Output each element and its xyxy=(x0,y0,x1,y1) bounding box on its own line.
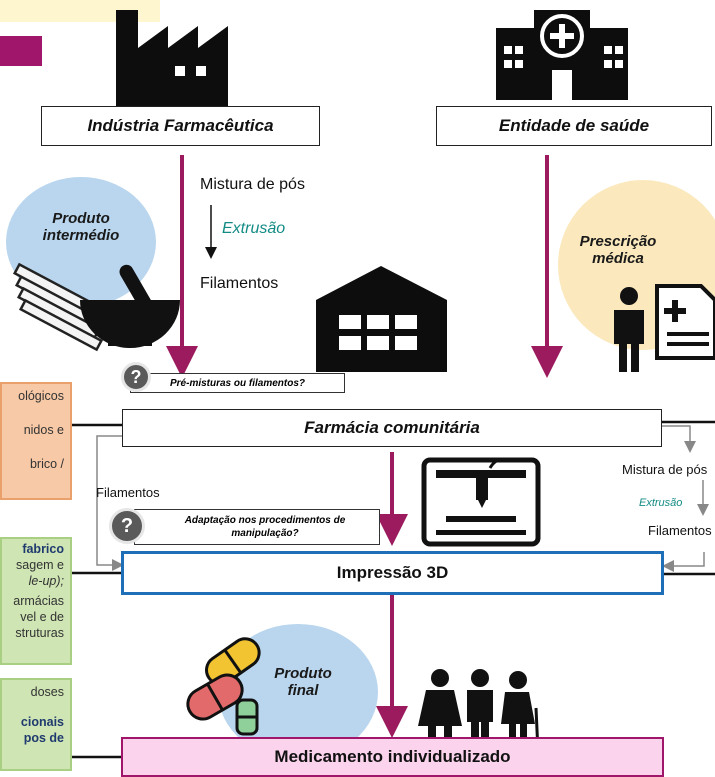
adaptation-question-box: Adaptação nos procedimentos de manipulaç… xyxy=(134,509,380,545)
health-entity-box: Entidade de saúde xyxy=(436,106,712,146)
green-note-line: vel e de xyxy=(20,610,64,624)
premix-question-text: Pré-misturas ou filamentos? xyxy=(169,377,306,389)
orange-note-line: ológicos xyxy=(18,389,64,403)
prescription-bubble: Prescrição médica xyxy=(558,180,715,350)
intermediate-product-label: Produto intermédio xyxy=(42,210,120,244)
pharmacy-extrusion-label: Extrusão xyxy=(639,497,683,509)
3d-printing-label: Impressão 3D xyxy=(336,563,449,582)
health-entity-label: Entidade de saúde xyxy=(498,116,650,135)
pharmacy-filaments-label: Filamentos xyxy=(96,485,160,500)
question-icon: ? xyxy=(121,362,151,392)
bottom-side-note: doses cionais pos de xyxy=(0,678,72,771)
green-note-line: armácias xyxy=(13,594,64,608)
green-note-line: sagem e xyxy=(16,558,64,572)
individualized-medicine-label: Medicamento individualizado xyxy=(274,747,511,766)
3d-printing-box: Impressão 3D xyxy=(121,551,664,595)
individualized-medicine-box: Medicamento individualizado xyxy=(121,737,664,777)
extrusion-label: Extrusão xyxy=(222,220,286,237)
green-note-line: le-up); xyxy=(28,574,64,588)
powder-mix-label: Mistura de pós xyxy=(200,176,305,193)
pharmacy-powder-mix-label: Mistura de pós xyxy=(622,462,708,477)
question-icon: ? xyxy=(109,508,145,544)
green-side-note: fabrico sagem e le-up); armácias vel e d… xyxy=(0,537,72,665)
adaptation-question-text: Adaptação nos procedimentos de manipulaç… xyxy=(184,515,346,539)
bottom-note-bold-line: pos de xyxy=(23,731,64,745)
orange-note-line: nidos e xyxy=(23,423,64,437)
intermediate-product-bubble: Produto intermédio xyxy=(6,177,156,307)
filaments-label: Filamentos xyxy=(200,275,279,292)
orange-note-line: brico / xyxy=(29,457,64,471)
bottom-note-bold-line: cionais xyxy=(20,715,64,729)
pharmacy-filaments-right-label: Filamentos xyxy=(648,523,712,538)
bottom-note-line: doses xyxy=(30,685,64,699)
community-pharmacy-box: Farmácia comunitária xyxy=(122,409,662,447)
prescription-label: Prescrição médica xyxy=(579,233,657,267)
pharma-industry-box: Indústria Farmacêutica xyxy=(41,106,320,146)
orange-side-note: ológicos nidos e brico / xyxy=(0,382,72,500)
green-note-title: fabrico xyxy=(22,542,64,556)
pharma-industry-label: Indústria Farmacêutica xyxy=(87,116,274,135)
green-note-line: struturas xyxy=(15,626,64,640)
final-product-label: Produto final xyxy=(274,665,332,699)
community-pharmacy-label: Farmácia comunitária xyxy=(304,418,480,437)
premix-question-box: Pré-misturas ou filamentos? xyxy=(130,373,345,393)
legend-swatch-magenta xyxy=(0,36,42,66)
